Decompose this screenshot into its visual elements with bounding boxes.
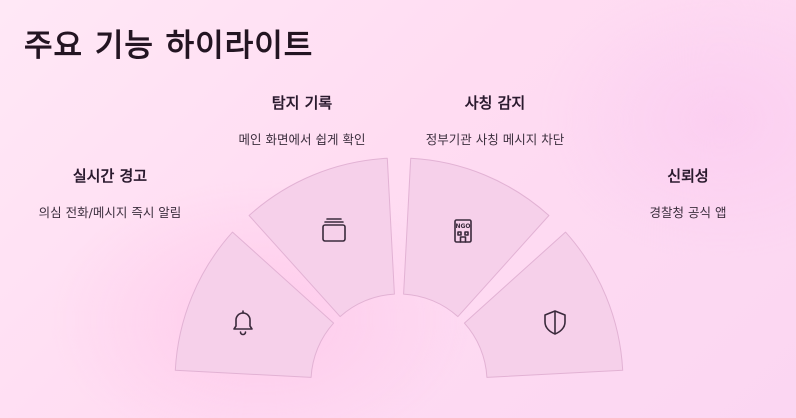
feature-label-realtime-alert: 실시간 경고 의심 전화/메시지 즉시 알림 (0, 165, 230, 221)
feature-label-detection-history: 탐지 기록 메인 화면에서 쉽게 확인 (182, 92, 422, 148)
shield-icon (544, 310, 566, 335)
ngo-text: NGO (455, 223, 470, 230)
segment-impersonation-detection (403, 157, 550, 318)
feature-heading: 신뢰성 (667, 167, 709, 185)
feature-description: 정부기관 사칭 메시지 차단 (425, 132, 565, 147)
feature-description: 의심 전화/메시지 즉시 알림 (38, 205, 182, 220)
segment-reliability (463, 231, 624, 378)
feature-heading: 사칭 감지 (464, 94, 526, 112)
page-title: 주요 기능 하이라이트 (24, 28, 314, 64)
feature-description: 경찰청 공식 앱 (649, 205, 727, 220)
feature-label-reliability: 신뢰성 경찰청 공식 앱 (568, 165, 796, 221)
feature-heading: 실시간 경고 (72, 167, 148, 185)
segment-realtime-alert (174, 231, 335, 378)
ngo-building-icon: NGO (454, 219, 472, 243)
segment-detection-history (248, 157, 395, 318)
bell-icon (233, 310, 253, 336)
feature-label-impersonation-detection: 사칭 감지 정부기관 사칭 메시지 차단 (375, 92, 615, 148)
feature-heading: 탐지 기록 (271, 94, 333, 112)
feature-description: 메인 화면에서 쉽게 확인 (238, 132, 366, 147)
stack-icon (322, 218, 346, 242)
